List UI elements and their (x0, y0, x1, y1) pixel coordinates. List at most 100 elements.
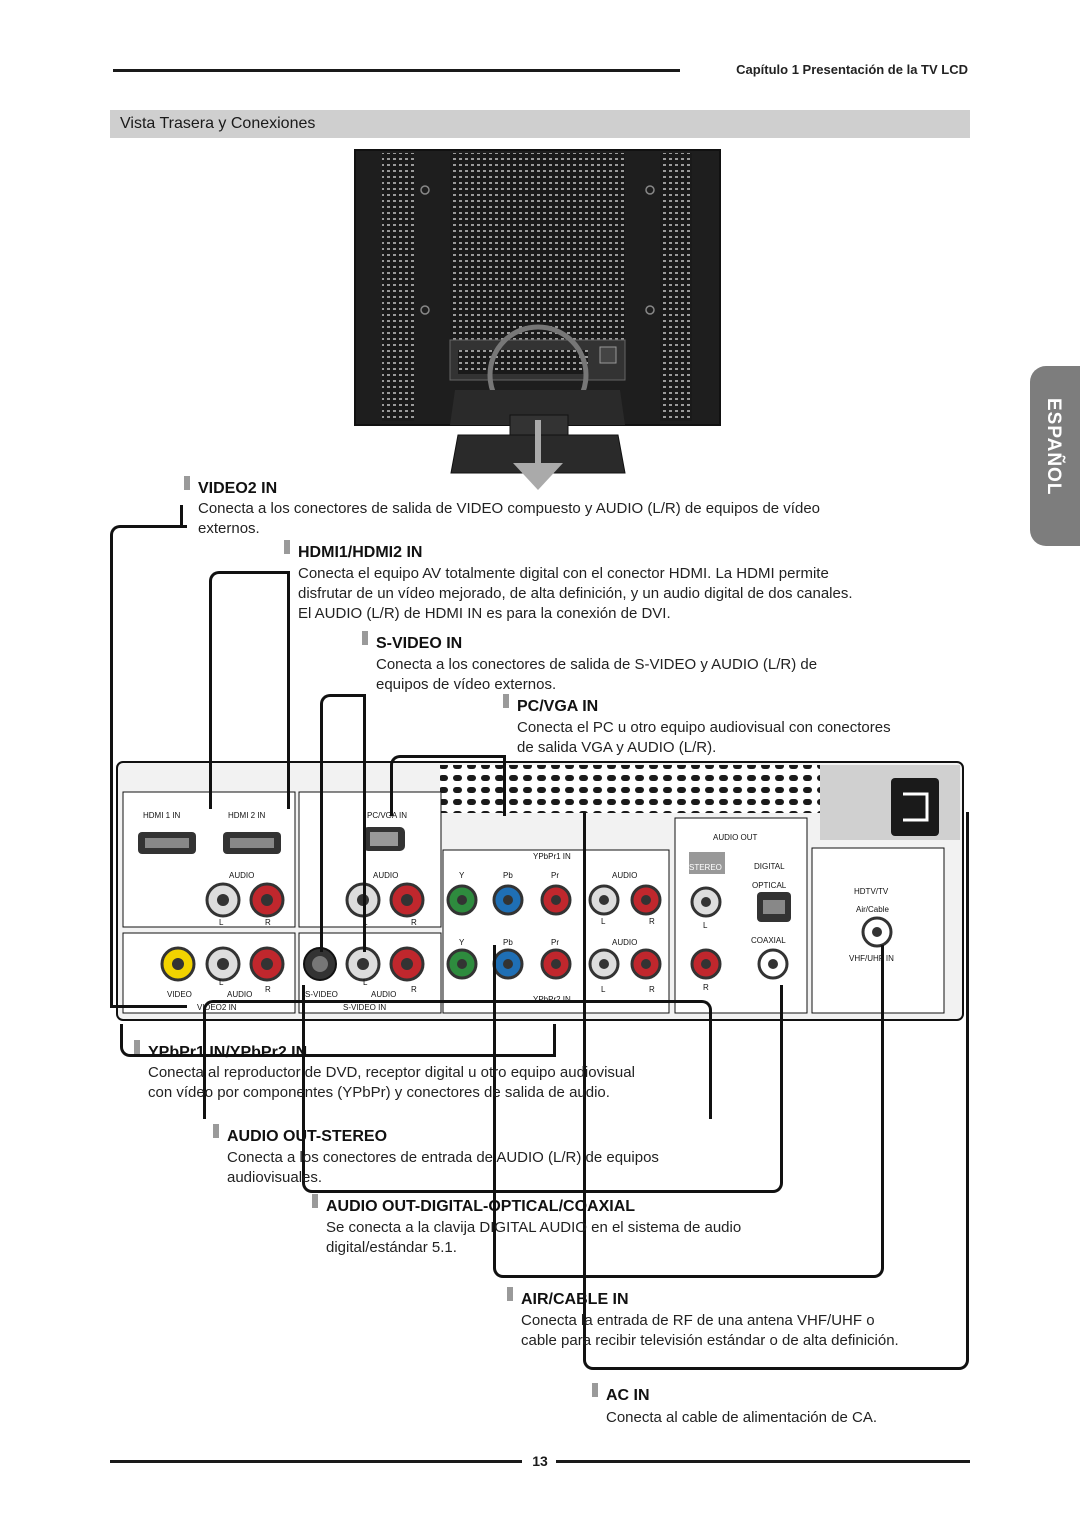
desc-line: de salida VGA y AUDIO (L/R). (517, 739, 717, 756)
audio-label: AUDIO (371, 990, 396, 999)
desc-line: Se conecta a la clavija DIGITAL AUDIO en… (326, 1219, 742, 1236)
desc-line: Conecta la entrada de RF de una antena V… (521, 1312, 875, 1329)
chapter-title: Capítulo 1 Presentación de la TV LCD (736, 62, 968, 77)
item-desc-hdmi: Conecta el equipo AV totalmente digital … (298, 564, 853, 624)
item-title-pcvga: PC/VGA IN (502, 694, 599, 715)
l-label: L (219, 918, 224, 927)
audio-label: AUDIO (612, 938, 637, 947)
leader-audio-digital (302, 985, 783, 1193)
item-desc-ypbpr: Conecta al reproductor de DVD, receptor … (148, 1063, 635, 1103)
pcvga-label: PC/VGA IN (367, 811, 407, 820)
page-number: 13 (532, 1453, 548, 1469)
r-label: R (649, 917, 655, 926)
desc-line: cable para recibir televisión estándar o… (521, 1332, 899, 1349)
y-label: Y (459, 871, 465, 880)
leader-video2-top (180, 505, 186, 528)
desc-line: El AUDIO (L/R) de HDMI IN es para la con… (298, 605, 671, 622)
item-title-acin: AC IN (592, 1383, 650, 1404)
footer-rule-right (556, 1460, 970, 1463)
l-label: L (601, 985, 606, 994)
l-label: L (601, 917, 606, 926)
desc-line: Conecta a los conectores de salida de S-… (376, 656, 818, 673)
audio-label: AUDIO (373, 871, 398, 880)
pr-label: Pr (551, 938, 559, 947)
l-label: L (703, 921, 708, 930)
item-desc-audio-digital: Se conecta a la clavija DIGITAL AUDIO en… (326, 1218, 741, 1258)
language-tab: ESPAÑOL (1030, 366, 1080, 546)
vhfuhf-label: VHF/UHF IN (849, 954, 894, 963)
item-desc-svideo: Conecta a los conectores de salida de S-… (376, 655, 817, 695)
item-desc-video2: Conecta a los conectores de salida de VI… (198, 499, 820, 539)
leader-video2 (110, 525, 187, 1008)
pr-label: Pr (551, 871, 559, 880)
desc-line: audiovisuales. (227, 1169, 323, 1186)
desc-line: Conecta al cable de alimentación de CA. (606, 1409, 877, 1426)
optical-label: OPTICAL (752, 881, 787, 890)
item-title-aircable: AIR/CABLE IN (507, 1287, 629, 1308)
section-bar: Vista Trasera y Conexiones (110, 110, 970, 138)
desc-line: disfrutar de un vídeo mejorado, de alta … (298, 585, 853, 602)
svideo-label: S-VIDEO (305, 990, 338, 999)
leader-acin (583, 812, 969, 1370)
ypbpr2-label: YPbPr2 IN (533, 995, 571, 1004)
r-label: R (265, 985, 271, 994)
r-label: R (265, 918, 271, 927)
language-tab-label: ESPAÑOL (1043, 398, 1064, 496)
desc-line: Conecta el equipo AV totalmente digital … (298, 565, 829, 582)
r-label: R (411, 985, 417, 994)
audio-label: AUDIO (227, 990, 252, 999)
r-label: R (649, 985, 655, 994)
r-label: R (703, 983, 709, 992)
svideo-in-label: S-VIDEO IN (343, 1003, 386, 1012)
desc-line: con vídeo por componentes (YPbPr) y cone… (148, 1084, 610, 1101)
leader-ypbpr (120, 1024, 556, 1057)
item-title-audio-digital: AUDIO OUT-DIGITAL-OPTICAL/COAXIAL (311, 1194, 636, 1215)
desc-line: externos. (198, 520, 260, 537)
item-title-hdmi: HDMI1/HDMI2 IN (283, 540, 423, 561)
video-label: VIDEO (167, 990, 192, 999)
pb-label: Pb (503, 871, 513, 880)
item-desc-aircable: Conecta la entrada de RF de una antena V… (521, 1311, 899, 1351)
leader-audio-stereo (203, 1000, 712, 1119)
item-title-video2: VIDEO2 IN (183, 476, 278, 497)
coaxial-label: COAXIAL (751, 936, 786, 945)
connector-panel: HDMI 1 IN HDMI 2 IN PC/VGA IN AUDIO L R … (116, 761, 964, 1021)
item-desc-audio-stereo: Conecta a los conectores de entrada de A… (227, 1148, 659, 1188)
leader-svideo (320, 694, 366, 952)
desc-line: Conecta a los conectores de entrada de A… (227, 1149, 659, 1166)
hdmi1-label: HDMI 1 IN (143, 811, 181, 820)
header-rule (113, 69, 680, 72)
hdmi2-label: HDMI 2 IN (228, 811, 266, 820)
r-label: R (411, 918, 417, 927)
desc-line: Conecta el PC u otro equipo audiovisual … (517, 719, 891, 736)
item-title-ypbpr: YPbPr1 IN/YPbPr2 IN (133, 1040, 308, 1061)
aircable-label: Air/Cable (856, 905, 889, 914)
desc-line: digital/estándar 5.1. (326, 1239, 457, 1256)
audio-label: AUDIO (229, 871, 254, 880)
tv-rear-illustration (354, 149, 721, 490)
rca-jacks (160, 882, 893, 982)
l-label: L (219, 978, 224, 987)
ypbpr1-label: YPbPr1 IN (533, 852, 571, 861)
audio-label: AUDIO (612, 871, 637, 880)
pb-label: Pb (503, 938, 513, 947)
section-title: Vista Trasera y Conexiones (120, 115, 316, 132)
item-desc-pcvga: Conecta el PC u otro equipo audiovisual … (517, 718, 891, 758)
hdtv-label: HDTV/TV (854, 887, 889, 896)
audio-out-label: AUDIO OUT (713, 833, 758, 842)
footer-rule-left (110, 1460, 522, 1463)
l-label: L (363, 978, 368, 987)
video2-in-label: VIDEO2 IN (197, 1003, 237, 1012)
stereo-label: STEREO (689, 863, 722, 872)
item-title-svideo: S-VIDEO IN (361, 631, 463, 652)
y-label: Y (459, 938, 465, 947)
item-desc-acin: Conecta al cable de alimentación de CA. (606, 1408, 877, 1428)
desc-line: Conecta a los conectores de salida de VI… (198, 500, 821, 517)
desc-line: equipos de vídeo externos. (376, 676, 557, 693)
desc-line: Conecta al reproductor de DVD, receptor … (148, 1064, 635, 1081)
leader-hdmi (209, 571, 290, 809)
digital-label: DIGITAL (754, 862, 785, 871)
leader-aircable (493, 945, 884, 1278)
item-title-audio-stereo: AUDIO OUT-STEREO (212, 1124, 388, 1145)
leader-pcvga (390, 755, 506, 816)
